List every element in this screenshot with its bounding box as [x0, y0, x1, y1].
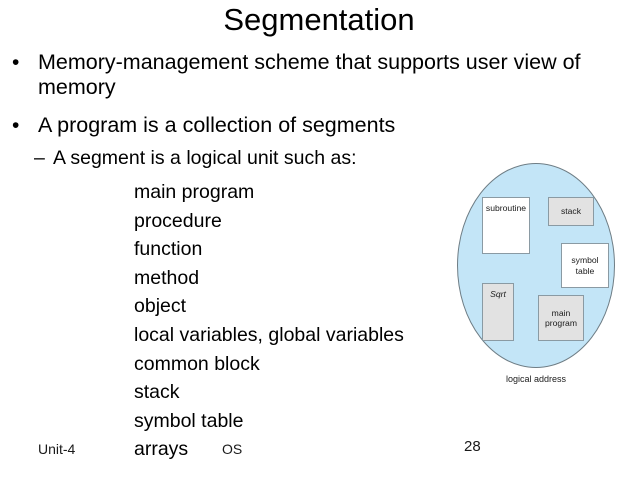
- list-item: symbol table: [134, 409, 244, 432]
- list-item: arrays: [134, 438, 189, 461]
- logical-address-space-diagram: subroutine stack symbol table Sqrt main …: [455, 161, 620, 391]
- footer-unit-label: Unit-4: [38, 441, 76, 457]
- diagram-caption: logical address: [505, 374, 567, 384]
- bullet-item-1: • Memory-management scheme that supports…: [8, 50, 638, 100]
- list-item: main program: [134, 181, 255, 203]
- segment-type-list: main program procedure function method o…: [134, 178, 454, 464]
- main-program-line-1: main: [551, 307, 571, 318]
- sub-bullet-item: – A segment is a logical unit such as:: [34, 146, 434, 171]
- main-program-line-2: program: [545, 318, 577, 328]
- list-item: common block: [134, 352, 260, 375]
- segment-box-symbol-table-label: symbol table: [571, 255, 598, 276]
- footer-course-label: OS: [222, 441, 243, 457]
- list-item: procedure: [134, 209, 222, 232]
- segment-box-main-program-label: main program: [545, 308, 577, 329]
- segment-box-main-program: main program: [538, 295, 584, 341]
- symbol-table-line-1: symbol: [571, 255, 599, 265]
- segment-box-sqrt: Sqrt: [482, 283, 514, 341]
- bullet-marker-icon: •: [12, 51, 20, 74]
- list-item: method: [134, 266, 200, 289]
- bullet-item-2: • A program is a collection of segments: [8, 113, 638, 138]
- segment-box-subroutine-label: subroutine: [485, 203, 527, 213]
- segment-box-symbol-table: symbol table: [561, 243, 609, 288]
- segment-box-sqrt-label: Sqrt: [490, 289, 506, 299]
- segment-box-subroutine: subroutine: [482, 197, 530, 254]
- segment-box-stack: stack: [548, 197, 594, 226]
- sub-bullet-text: A segment is a logical unit such as:: [53, 147, 357, 169]
- list-item: function: [134, 238, 203, 261]
- segment-box-stack-label: stack: [560, 206, 582, 217]
- list-item: local variables, global variables: [134, 323, 404, 346]
- bullet-item-2-text: A program is a collection of segments: [38, 113, 396, 137]
- symbol-table-line-2: table: [575, 265, 595, 276]
- list-item: stack: [134, 381, 180, 404]
- page-title: Segmentation: [223, 2, 415, 37]
- list-item: object: [134, 295, 187, 318]
- bullet-item-1-text: Memory-management scheme that supports u…: [38, 50, 581, 99]
- dash-marker-icon: –: [34, 147, 45, 169]
- footer-page-number: 28: [464, 438, 481, 455]
- bullet-marker-icon: •: [12, 114, 20, 137]
